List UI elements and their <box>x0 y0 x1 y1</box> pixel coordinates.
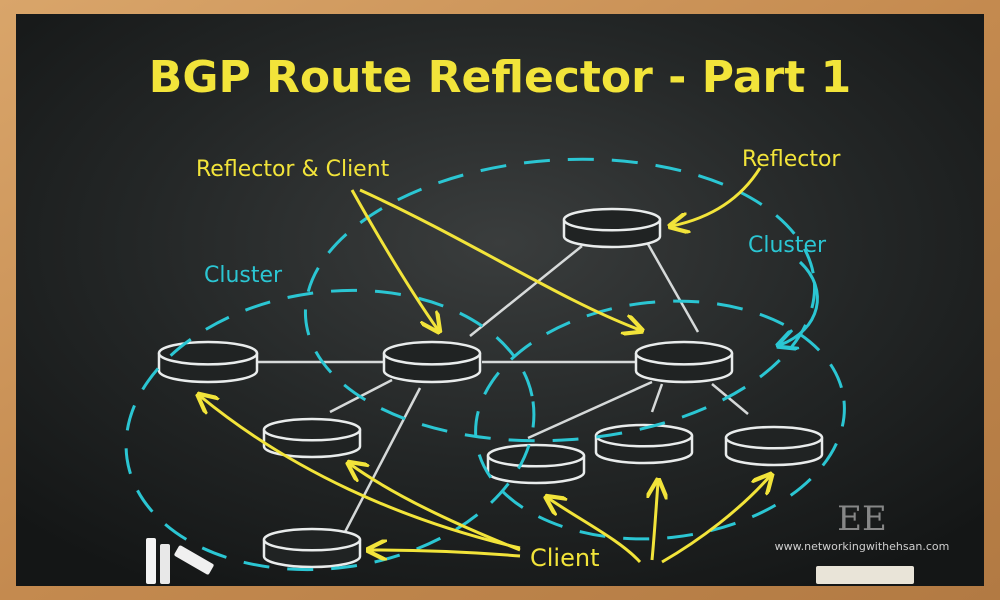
cluster-right-arrow <box>780 260 819 345</box>
arrow-client-to-rc3 <box>661 476 770 564</box>
router-top <box>594 423 694 448</box>
router-right-client-3 <box>724 425 824 467</box>
arrow-client-to-left <box>200 396 521 550</box>
arrow-client-to-lc2 <box>370 550 521 556</box>
router-top <box>157 340 259 366</box>
watermark: EE www.networkingwithehsan.com <box>775 499 950 553</box>
annotation-arrows <box>200 167 770 564</box>
router-center-reflector-client <box>382 340 482 384</box>
router-left-client-2 <box>262 527 362 569</box>
router-top <box>562 207 662 232</box>
router-left-client-1 <box>262 417 362 459</box>
slate-surface <box>16 14 984 586</box>
label-reflector-and-client: Reflector & Client <box>196 157 390 182</box>
router-left <box>157 340 259 384</box>
cluster-arrows <box>780 260 819 345</box>
label-cluster-left: Cluster <box>204 263 283 288</box>
router-top <box>382 340 482 366</box>
arrow-client-to-rc1 <box>548 498 642 564</box>
arrow-rc-to-center <box>350 189 438 330</box>
router-top <box>486 443 586 468</box>
chalk-eraser <box>816 566 914 584</box>
label-reflector: Reflector <box>742 147 841 172</box>
arrow-rc-to-right <box>359 188 640 330</box>
router-right-client-2 <box>594 423 694 465</box>
chalk-pieces <box>146 538 214 584</box>
cluster-left-outline <box>124 288 536 572</box>
router-top <box>724 425 824 450</box>
label-client: Client <box>530 544 599 572</box>
router-right-reflector-client <box>634 340 734 384</box>
cluster-right-outline <box>474 299 846 541</box>
router-links <box>258 243 749 533</box>
router-right-client-1 <box>486 443 586 485</box>
page-title: BGP Route Reflector - Part 1 <box>149 52 851 103</box>
watermark-logo: EE <box>837 499 887 539</box>
watermark-url: www.networkingwithehsan.com <box>775 540 950 553</box>
router-top <box>262 417 362 442</box>
routers <box>157 207 824 569</box>
label-cluster-right: Cluster <box>748 233 827 258</box>
router-top-reflector <box>562 207 662 249</box>
arrow-reflector-to-top <box>672 167 762 226</box>
router-top <box>634 340 734 366</box>
arrow-client-to-rc2 <box>652 482 658 561</box>
router-top <box>262 527 362 552</box>
arrow-client-to-lc1 <box>350 464 521 552</box>
